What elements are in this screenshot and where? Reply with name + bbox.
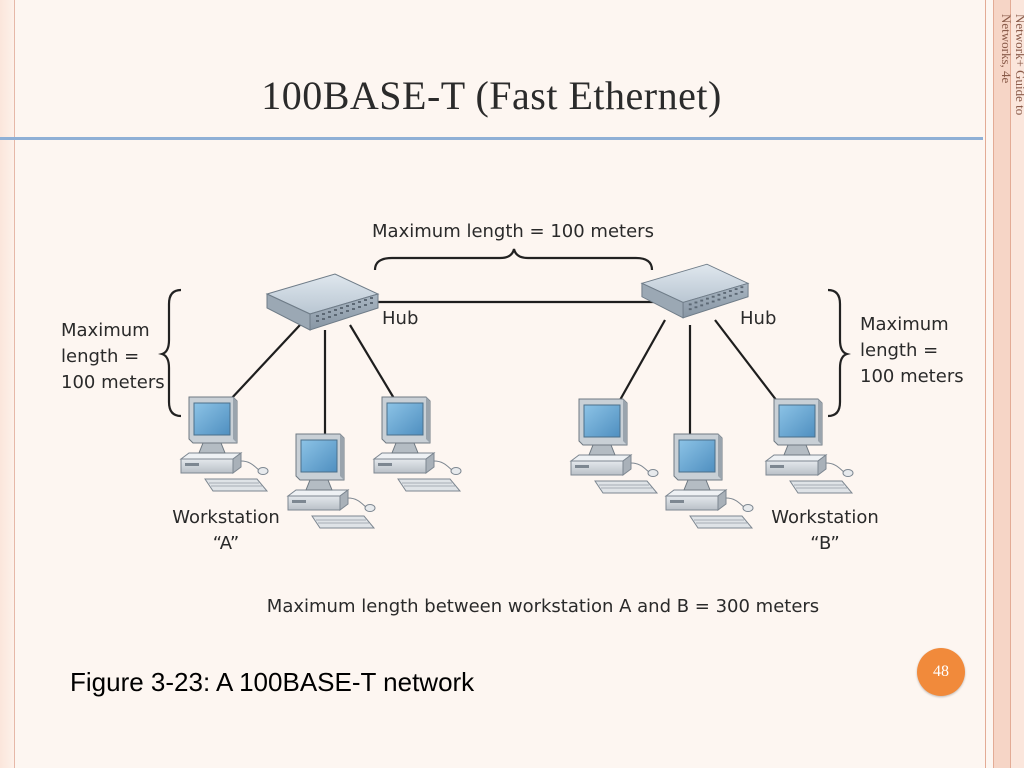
left-length-line2: length =: [61, 346, 139, 367]
left-brace: [158, 288, 182, 418]
hub-right-icon: [641, 263, 749, 319]
workstation-left-center-icon: [287, 433, 376, 529]
left-border: [0, 0, 15, 768]
cable-right-3: [714, 319, 781, 406]
cable-left-3: [349, 324, 396, 401]
slide-title: 100BASE-T (Fast Ethernet): [261, 73, 722, 118]
left-length-line3: 100 meters: [61, 372, 165, 393]
side-note-line1: Network+ Guide to: [1013, 14, 1024, 116]
workstation-a-icon: [180, 396, 269, 492]
top-length-label: Maximum length = 100 meters: [372, 221, 654, 242]
right-brace: [827, 288, 851, 418]
workstation-left-right-icon: [373, 396, 462, 492]
side-note: Network+ Guide to Networks, 4e: [983, 14, 1024, 204]
workstation-b-icon: [765, 398, 854, 494]
bottom-length-label: Maximum length between workstation A and…: [267, 596, 819, 617]
workstation-b-line1: Workstation: [771, 507, 879, 528]
right-border: [984, 0, 1024, 768]
top-brace: [373, 248, 654, 271]
hub-right-label: Hub: [740, 308, 776, 329]
left-length-line1: Maximum: [61, 320, 150, 341]
page-number-badge: 48: [917, 648, 965, 696]
cable-left-1: [229, 324, 301, 401]
cables: [229, 300, 781, 445]
cable-right-1: [619, 319, 666, 401]
hub-left-label: Hub: [382, 308, 418, 329]
hub-left-icon: [266, 273, 379, 331]
figure-caption: Figure 3-23: A 100BASE-T network: [70, 667, 475, 697]
workstation-a-line1: Workstation: [172, 507, 280, 528]
workstation-a-line2: “A”: [213, 533, 239, 554]
workstation-right-left-icon: [570, 398, 659, 494]
workstation-b-line2: “B”: [810, 533, 839, 554]
side-note-line2: Networks, 4e: [999, 14, 1014, 84]
right-length-line3: 100 meters: [860, 366, 964, 387]
title-rule: [0, 137, 983, 140]
right-length-line1: Maximum: [860, 314, 949, 335]
right-length-line2: length =: [860, 340, 938, 361]
workstation-right-center-icon: [665, 433, 754, 529]
